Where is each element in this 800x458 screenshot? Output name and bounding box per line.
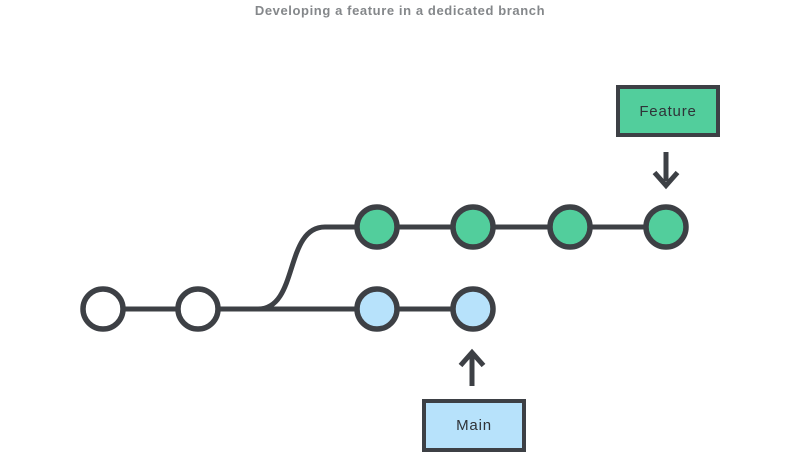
commit-node-main-1: [80, 286, 126, 332]
main-branch-label-text: Main: [456, 417, 492, 434]
commit-node-feature-3: [547, 204, 593, 250]
commit-node-main-4: [450, 286, 496, 332]
diagram-title: Developing a feature in a dedicated bran…: [254, 3, 546, 18]
branch-fork-curve: [257, 224, 326, 312]
commit-node-feature-2: [450, 204, 496, 250]
commit-node-main-2: [175, 286, 221, 332]
commit-node-feature-4: [643, 204, 689, 250]
arrow-up-icon: [458, 348, 486, 386]
commit-node-main-3: [354, 286, 400, 332]
commit-node-feature-1: [354, 204, 400, 250]
arrow-down-icon: [652, 152, 680, 190]
feature-branch-label-text: Feature: [639, 102, 697, 120]
feature-branch-label: Feature: [616, 85, 720, 137]
main-branch-label: Main: [422, 399, 526, 452]
